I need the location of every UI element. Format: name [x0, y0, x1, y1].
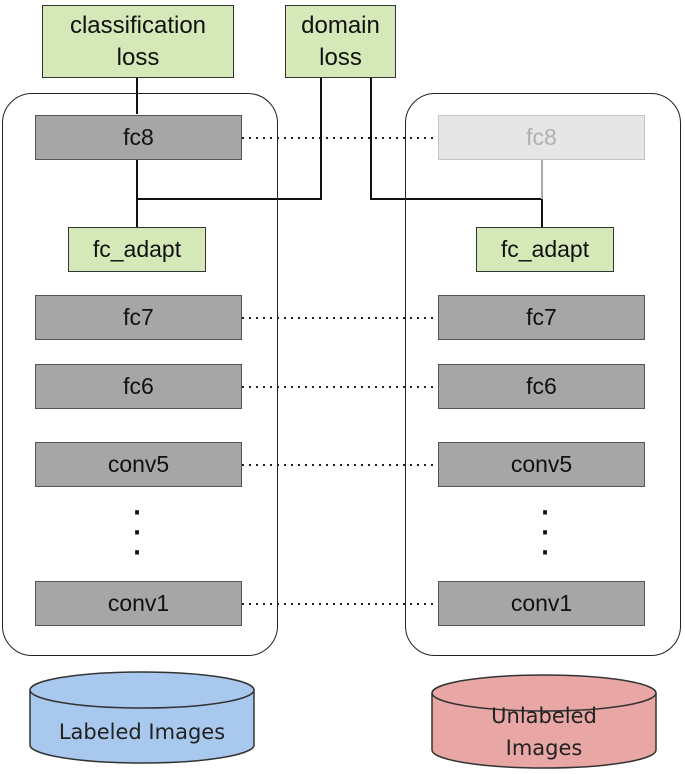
source-fc6-layer: fc6 [35, 364, 242, 409]
target-stream-panel [405, 93, 681, 656]
target-ellipsis: ··· [538, 488, 552, 572]
source-fc7-layer: fc7 [35, 295, 242, 340]
target-conv1-layer: conv1 [438, 581, 645, 626]
unlabeled-images-cylinder [431, 674, 657, 769]
domain-loss-target-link [370, 77, 543, 227]
target-fc6-layer: fc6 [438, 364, 645, 409]
source-conv5-layer: conv5 [35, 442, 242, 487]
labeled-images-label: Labeled Images [58, 720, 226, 744]
classification-loss-box: classification loss [42, 5, 234, 78]
source-fc8-layer: fc8 [35, 115, 242, 160]
target-fc-adapt-layer: fc_adapt [476, 227, 614, 272]
target-conv5-layer: conv5 [438, 442, 645, 487]
source-stream-panel [2, 93, 278, 656]
labeled-images-cylinder [29, 671, 255, 764]
unlabeled-images-label: Unlabeled Images [491, 704, 597, 760]
source-fc-adapt-layer: fc_adapt [68, 227, 206, 272]
source-conv1-layer: conv1 [35, 581, 242, 626]
target-fc8-layer: fc8 [438, 115, 645, 160]
source-ellipsis: ··· [130, 488, 144, 572]
domain-loss-source-link [137, 77, 322, 200]
target-fc7-layer: fc7 [438, 295, 645, 340]
domain-loss-box: domain loss [285, 5, 396, 78]
